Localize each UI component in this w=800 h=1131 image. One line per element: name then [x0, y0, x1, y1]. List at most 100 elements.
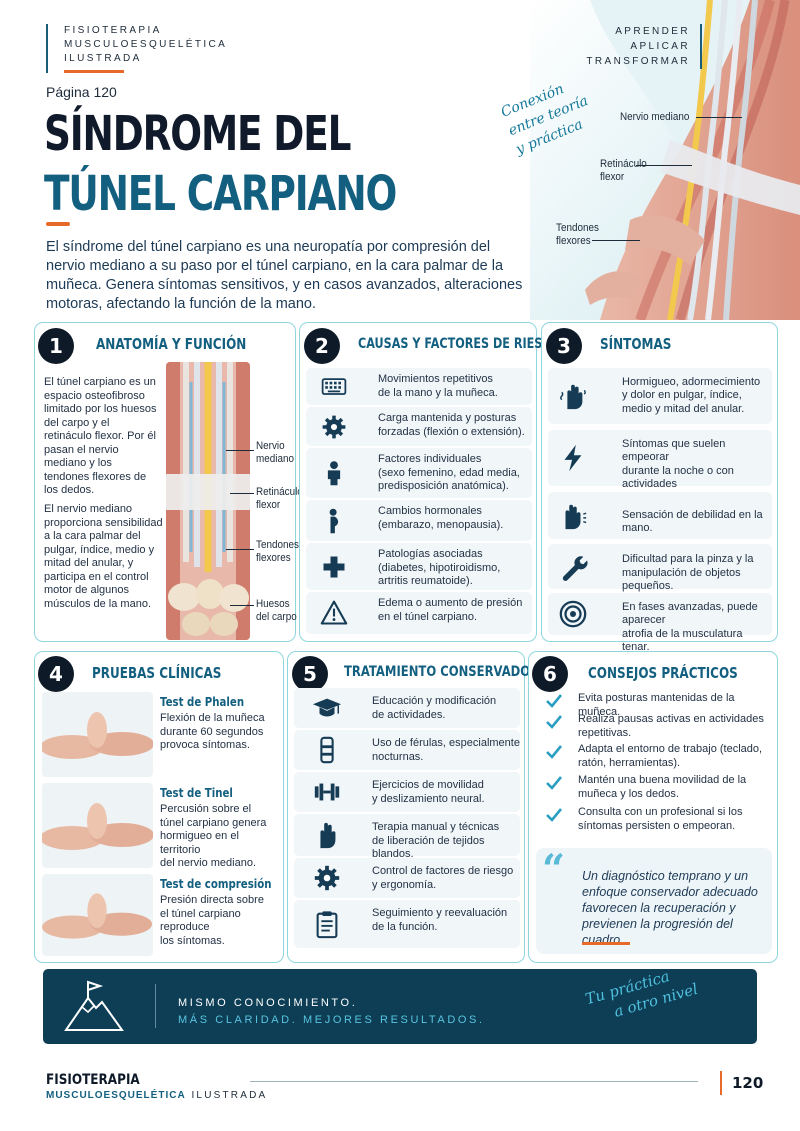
- cause-item: [306, 592, 532, 634]
- pregnant-person-icon: [320, 507, 348, 535]
- footer-brand-bold: FISIOTERAPIA: [46, 1072, 140, 1088]
- person-icon: [320, 459, 348, 487]
- dumbbell-icon: [312, 777, 342, 807]
- quote-box: [536, 848, 772, 954]
- hero-leader-tendons: [592, 240, 640, 241]
- label-bones-2: del carpo: [256, 611, 297, 623]
- cause-item: [306, 448, 532, 498]
- hero-label-retinaculum: Retináculo flexor: [600, 158, 647, 184]
- series-line-3: ILUSTRADA: [64, 53, 142, 64]
- motto-line-1: APRENDER: [615, 26, 690, 37]
- cause-text: Cambios hormonales (embarazo, menopausia…: [378, 505, 504, 531]
- hero-label-tendons: Tendones flexores: [556, 222, 599, 248]
- hero-label-nerve: Nervio mediano: [620, 111, 690, 123]
- leader-bones: [230, 605, 254, 606]
- tip-text: Mantén una buena movilidad de la muñeca …: [578, 774, 747, 800]
- hero-label-tendons-1: Tendones: [556, 222, 599, 234]
- hand-icon: [312, 820, 342, 850]
- section-6-number: 6: [532, 656, 568, 692]
- section-anatomy-card: [34, 322, 296, 642]
- hero-leader-retinaculum: [636, 165, 692, 166]
- series-underline: [64, 70, 124, 73]
- label-tendons-2: flexores: [256, 552, 291, 564]
- target-icon: [558, 599, 588, 629]
- section-6-title: CONSEJOS PRÁCTICOS: [588, 664, 738, 682]
- tip-text: Realiza pausas activas en actividades re…: [578, 713, 764, 739]
- motto-line-2: APLICAR: [630, 41, 690, 52]
- test-description: Percusión sobre el túnel carpiano genera…: [160, 803, 267, 869]
- motto-header: APRENDER APLICAR TRANSFORMAR: [586, 24, 702, 69]
- symptom-text: Sensación de debilidad en la mano.: [622, 508, 763, 535]
- motto-banner: [43, 969, 757, 1044]
- section-4-title: PRUEBAS CLÍNICAS: [92, 664, 222, 682]
- treatment-text: Uso de férulas, especialmente nocturnas.: [372, 737, 520, 763]
- hero-label-retinaculum-2: flexor: [600, 171, 625, 183]
- treatment-text: Seguimiento y reevaluación de la función…: [372, 907, 508, 933]
- label-retinaculum-2: flexor: [256, 499, 281, 511]
- section-3-title: SÍNTOMAS: [600, 335, 672, 353]
- section-2-title: CAUSAS Y FACTORES DE RIESGO: [358, 336, 562, 352]
- hero-leader-nerve: [696, 117, 742, 118]
- test-name: Test de Tinel: [160, 786, 233, 800]
- footer-accent-bar: [720, 1071, 722, 1095]
- test-name: Test de compresión: [160, 877, 272, 891]
- cause-text: Factores individuales (sexo femenino, ed…: [378, 453, 520, 492]
- medical-cross-icon: [320, 553, 348, 581]
- intro-paragraph: El síndrome del túnel carpiano es una ne…: [46, 239, 523, 312]
- footer-brand-light: ILUSTRADA: [191, 1090, 268, 1101]
- label-tendons-1: Tendones: [256, 539, 299, 551]
- check-icon: [546, 745, 563, 764]
- quote-text: Un diagnóstico temprano y un enfoque con…: [582, 869, 758, 947]
- motto-line-3: TRANSFORMAR: [586, 56, 690, 67]
- tip-text: Evita posturas mantenidas de la muñeca.: [578, 692, 735, 718]
- tip-text: Consulta con un profesional si los sínto…: [578, 806, 743, 832]
- check-icon: [546, 694, 563, 713]
- cause-text: Patologías asociadas (diabetes, hipotiro…: [378, 548, 501, 587]
- tip-text: Adapta el entorno de trabajo (teclado, r…: [578, 743, 763, 769]
- label-bones-1: Huesos: [256, 598, 290, 610]
- section-1-title: ANATOMÍA Y FUNCIÓN: [96, 335, 247, 353]
- banner-line-1: MISMO CONOCIMIENTO.: [178, 997, 358, 1009]
- hero-label-tendons-2: flexores: [556, 235, 591, 247]
- wrench-icon: [558, 552, 588, 582]
- cause-item: [306, 368, 532, 405]
- series-line-1: FISIOTERAPIA: [64, 25, 162, 36]
- section-1-number: 1: [38, 328, 74, 364]
- section-2-number: 2: [304, 328, 340, 364]
- label-nerve-1: Nervio: [256, 440, 285, 452]
- symptom-item: [548, 430, 772, 486]
- splint-icon: [312, 735, 342, 765]
- test-name: Test de Phalen: [160, 695, 245, 709]
- label-retinaculum-1: Retináculo: [256, 486, 303, 498]
- tingling-hand-icon: [558, 381, 588, 411]
- symptom-item: [548, 492, 772, 539]
- treatment-item: [294, 900, 520, 948]
- title-accent-underline: [46, 222, 70, 226]
- cause-text: Carga mantenida y posturas forzadas (fle…: [378, 412, 525, 438]
- check-icon: [546, 776, 563, 795]
- test-description: Presión directa sobre el túnel carpiano …: [160, 894, 264, 947]
- leader-retinaculum: [230, 493, 254, 494]
- anatomy-paragraph-1: El túnel carpiano es un espacio osteofib…: [44, 376, 157, 496]
- series-header: FISIOTERAPIA MUSCULOESQUELÉTICA ILUSTRAD…: [46, 24, 227, 73]
- treatment-text: Control de factores de riesgo y ergonomí…: [372, 865, 514, 891]
- symptom-text: Dificultad para la pinza y la manipulaci…: [622, 553, 754, 592]
- lightning-icon: [558, 443, 588, 473]
- graduation-cap-icon: [312, 693, 342, 723]
- banner-divider: [155, 984, 156, 1028]
- quote-icon: “: [542, 846, 566, 893]
- symptom-text: Hormigueo, adormecimiento y dolor en pul…: [622, 375, 761, 415]
- series-line-2: MUSCULOESQUELÉTICA: [64, 39, 228, 50]
- anatomy-paragraph-2: El nervio mediano proporciona sensibilid…: [44, 503, 163, 610]
- test-photo: [42, 783, 153, 868]
- check-icon: [546, 715, 563, 734]
- footer-rule: [250, 1081, 698, 1082]
- leader-nerve: [226, 450, 254, 451]
- weak-hand-icon: [558, 501, 588, 531]
- clipboard-icon: [312, 909, 342, 939]
- page-label: Página 120: [46, 84, 117, 100]
- keyboard-icon: [320, 373, 348, 401]
- leader-tendons: [226, 549, 254, 550]
